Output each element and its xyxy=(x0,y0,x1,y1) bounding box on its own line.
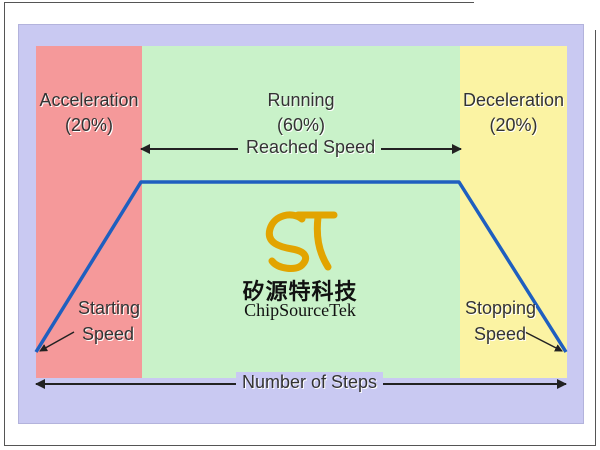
reached-speed-label: Reached Speed xyxy=(240,137,382,158)
acceleration-zone-title: Acceleration xyxy=(39,90,139,110)
speed-profile-line xyxy=(34,180,568,353)
cst-logo-icon xyxy=(265,211,338,272)
frame-bottom-line xyxy=(4,445,596,446)
deceleration-zone-share: (20%) xyxy=(489,115,538,135)
running-zone-share: (60%) xyxy=(276,115,325,135)
brand-name-english: ChipSourceTek xyxy=(244,300,356,320)
deceleration-zone-title: Deceleration xyxy=(462,90,565,110)
stopping-speed-pointer xyxy=(524,331,563,352)
brand-name-chinese: 矽源特科技 xyxy=(242,280,358,305)
stopping-speed-label-line1: Stopping xyxy=(465,298,537,318)
starting-speed-label-line2: Speed xyxy=(82,324,135,344)
frame-right-line xyxy=(595,30,596,446)
acceleration-zone-share: (20%) xyxy=(64,115,113,135)
starting-speed-pointer xyxy=(39,331,75,352)
starting-speed-label-line1: Starting xyxy=(78,298,141,318)
number-of-steps-label: Number of Steps xyxy=(236,372,384,393)
running-zone-title: Running xyxy=(267,90,335,110)
frame-top-left-line xyxy=(4,2,5,446)
frame-top-line xyxy=(4,2,474,3)
stopping-speed-label-line2: Speed xyxy=(474,324,527,344)
